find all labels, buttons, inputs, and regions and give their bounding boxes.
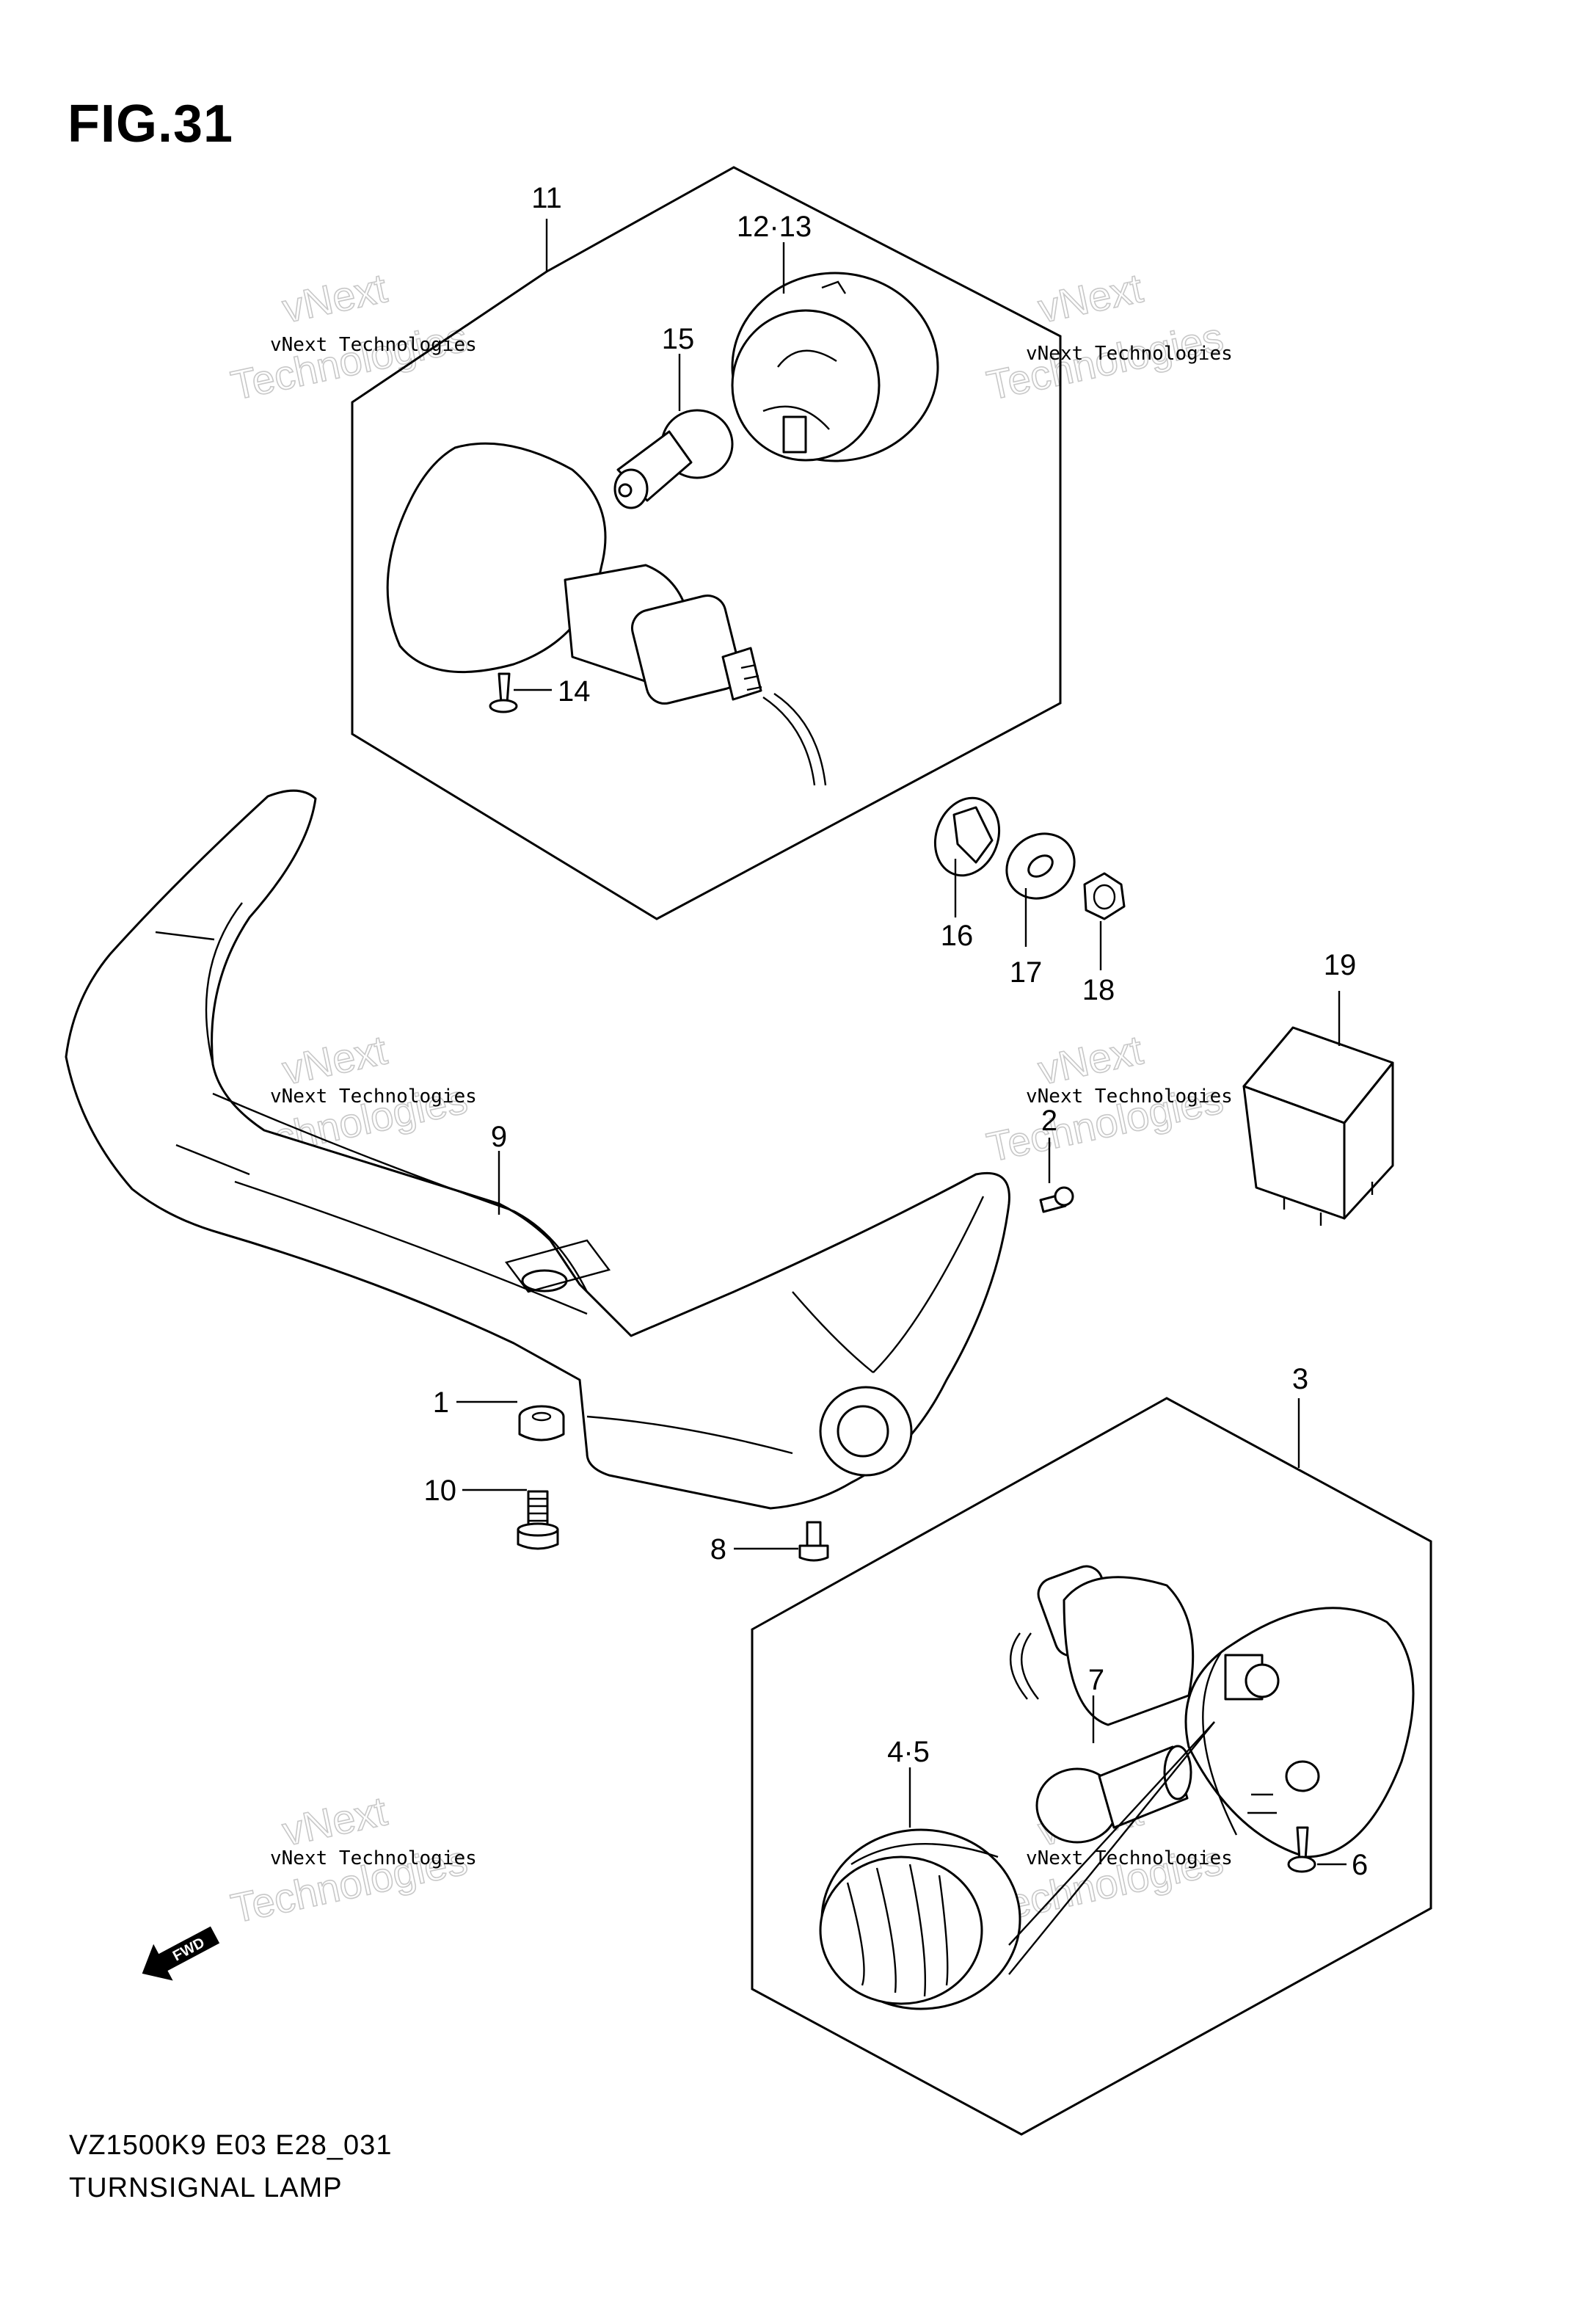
lens-housing-12-13 xyxy=(731,272,939,462)
callout-6: 6 xyxy=(1352,1849,1368,1881)
callout-15: 15 xyxy=(662,323,695,355)
watermark-mid-right: vNext Technologies vNext Technologies xyxy=(983,1025,1233,1171)
washer-17 xyxy=(1005,832,1076,900)
screw-6 xyxy=(1287,1826,1316,1873)
bolt-10 xyxy=(517,1490,559,1550)
assembly-box-lower xyxy=(751,1397,1432,2136)
watermark-text: vNext Technologies xyxy=(270,334,477,356)
bracket-9 xyxy=(65,789,1010,1510)
turn-signal-lamp-11 xyxy=(386,442,827,786)
watermark-top-left: vNext Technologies vNext Technologies xyxy=(227,263,477,409)
watermark-brand: vNext xyxy=(278,1787,391,1854)
watermark-text: vNext Technologies xyxy=(1026,1086,1233,1108)
callout-3: 3 xyxy=(1292,1363,1308,1395)
watermark-brand: vNext xyxy=(1034,1026,1147,1093)
watermark-text: vNext Technologies xyxy=(1026,343,1233,365)
callout-10: 10 xyxy=(424,1475,457,1507)
watermark-bottom-left: vNext Technologies vNext Technologies xyxy=(227,1786,477,1932)
callout-17: 17 xyxy=(1010,956,1043,989)
callout-2: 2 xyxy=(1041,1105,1057,1137)
watermark-brand: vNext xyxy=(278,264,391,331)
callout-14: 14 xyxy=(558,675,591,708)
model-code: VZ1500K9 E03 E28_031 xyxy=(69,2130,393,2161)
callout-16: 16 xyxy=(941,920,974,952)
lens-4-5 xyxy=(819,1828,1021,2010)
leader-lines xyxy=(456,219,1347,1975)
diagram-name: TURNSIGNAL LAMP xyxy=(69,2173,343,2203)
callout-7: 7 xyxy=(1088,1664,1104,1696)
watermark-text: vNext Technologies xyxy=(270,1086,477,1108)
turn-signal-lamp-3 xyxy=(1009,1565,1415,1858)
callout-12-13: 12·13 xyxy=(737,211,812,243)
bulb-7 xyxy=(1035,1745,1192,1844)
figure-title: FIG.31 xyxy=(68,95,234,153)
callout-18: 18 xyxy=(1082,974,1115,1006)
callout-1: 1 xyxy=(433,1386,449,1419)
callout-19: 19 xyxy=(1324,949,1357,981)
nut-18 xyxy=(1083,872,1126,920)
watermark-top-right: vNext Technologies vNext Technologies xyxy=(983,263,1233,409)
callout-11: 11 xyxy=(531,182,562,214)
assembly-box-upper xyxy=(351,166,1062,920)
watermark-brand: vNext xyxy=(1034,264,1147,331)
screw-2 xyxy=(1039,1186,1074,1213)
callout-8: 8 xyxy=(710,1533,726,1566)
screw-8 xyxy=(798,1521,829,1562)
watermark-text: vNext Technologies xyxy=(270,1847,477,1869)
grommet-1 xyxy=(518,1405,565,1442)
watermark-brand-sub: Technologies xyxy=(227,313,471,409)
bulb-15 xyxy=(613,409,734,509)
callout-4-5: 4·5 xyxy=(887,1736,930,1768)
screw-14 xyxy=(489,672,518,713)
callouts: 11 12·13 15 14 16 17 18 19 9 2 1 10 8 3 … xyxy=(424,182,1369,1881)
forward-arrow-icon: FWD xyxy=(142,1926,220,1981)
spacer-16 xyxy=(933,796,1001,877)
watermark-brand: vNext xyxy=(278,1026,391,1093)
watermark-text: vNext Technologies xyxy=(1026,1847,1233,1869)
callout-9: 9 xyxy=(491,1121,507,1153)
relay-19 xyxy=(1242,1026,1394,1226)
